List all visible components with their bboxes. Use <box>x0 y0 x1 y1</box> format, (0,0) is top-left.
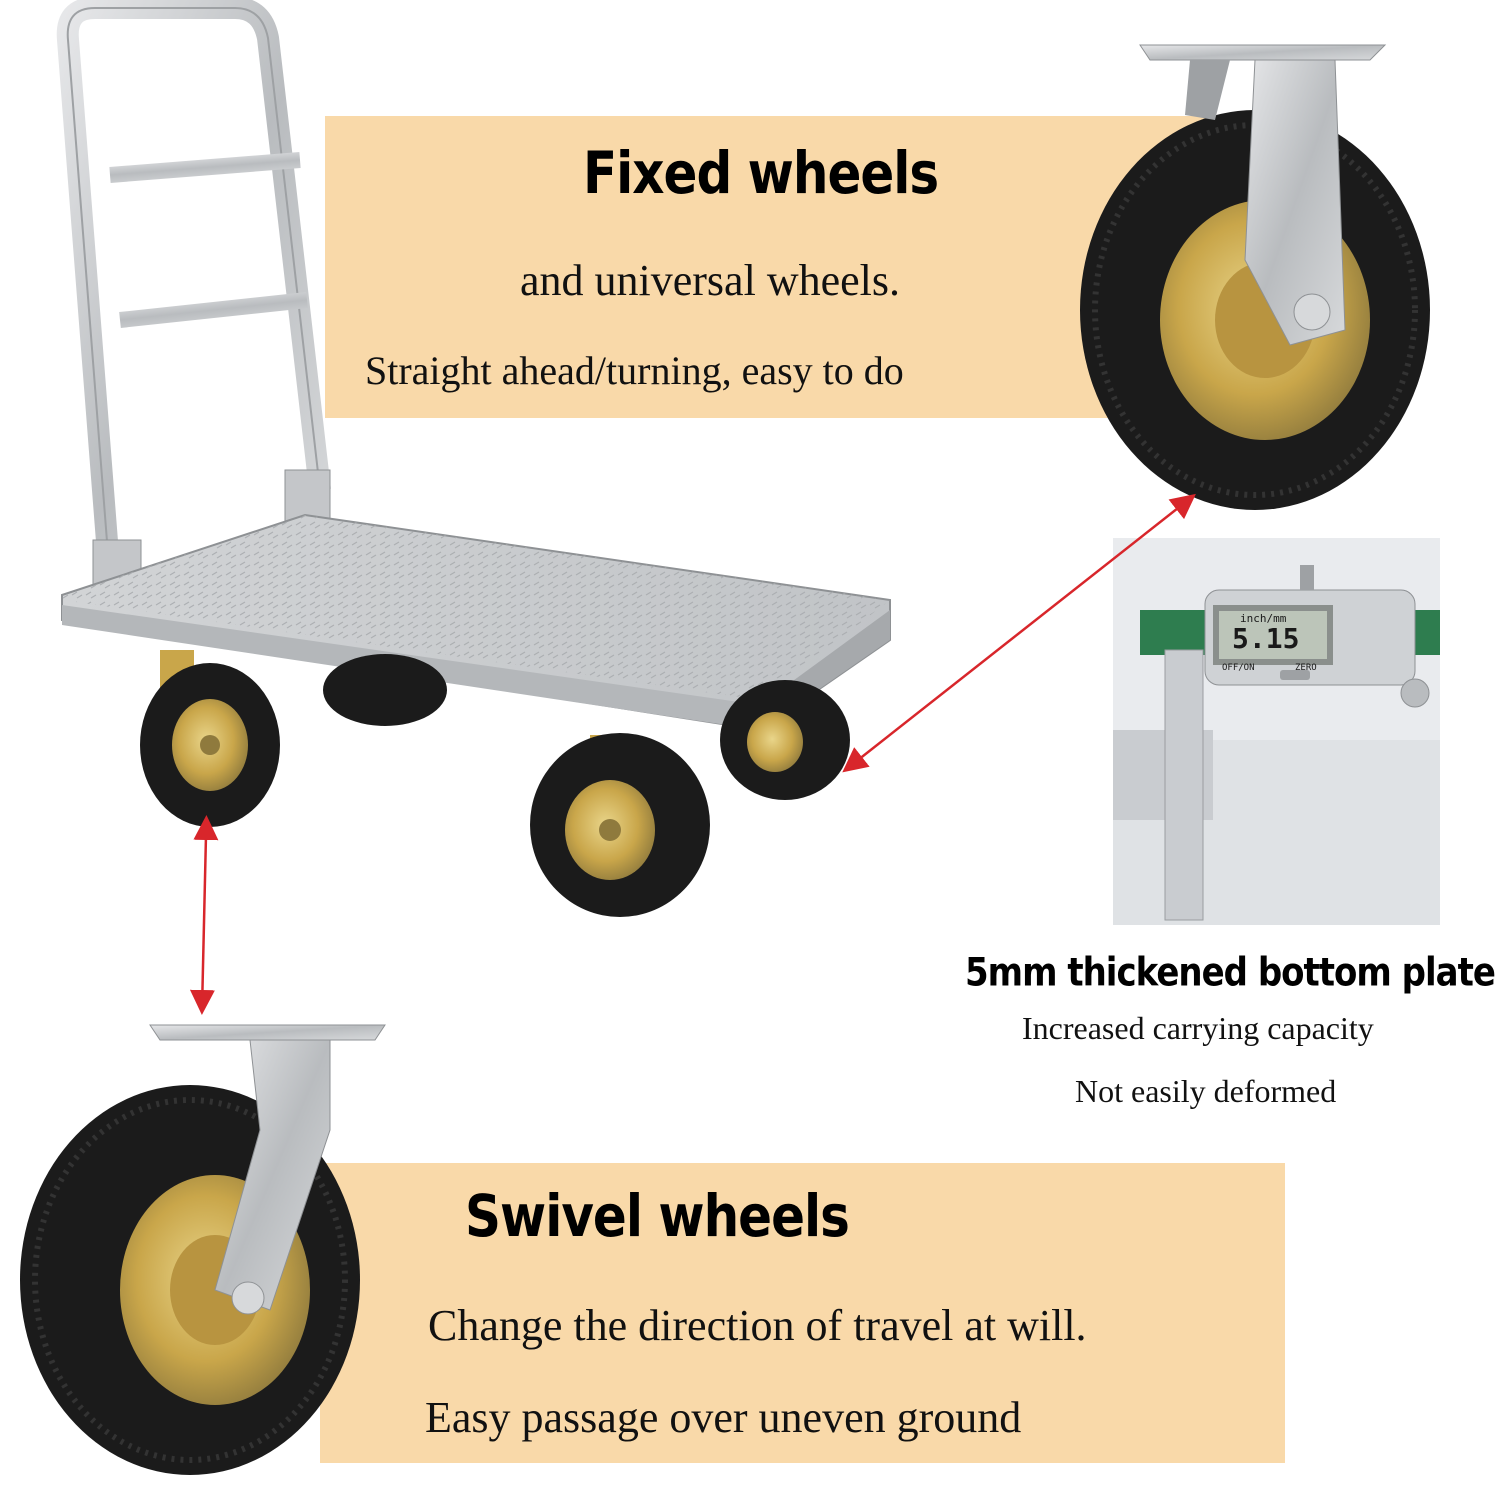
arrow-deck-to-fixed-wheel <box>842 493 1196 773</box>
fixed-caster-illustration <box>1080 44 1430 510</box>
plate-line-1: Increased carrying capacity <box>1022 1010 1374 1046</box>
swivel-caster-illustration <box>20 1024 386 1475</box>
fixed-wheels-panel <box>325 116 1215 418</box>
cart-wheel-rear-right <box>720 680 850 800</box>
caliper-off-on-label: OFF/ON <box>1222 663 1255 673</box>
plate-title: 5mm thickened bottom plate <box>965 950 1496 996</box>
caliper-zero-label: ZERO <box>1295 663 1317 673</box>
caliper-photo <box>1113 538 1440 925</box>
swivel-wheels-title: Swivel wheels <box>465 1183 850 1250</box>
swivel-wheels-panel <box>320 1163 1285 1463</box>
fixed-wheels-title: Fixed wheels <box>583 140 939 207</box>
cart-wheel-front-left <box>140 650 280 827</box>
cart-wheel-front-right <box>530 733 710 917</box>
caliper-reading: 5.15 <box>1232 622 1300 655</box>
fixed-wheels-line-2: Straight ahead/turning, easy to do <box>365 348 904 393</box>
cart-handle <box>56 0 331 601</box>
plate-line-2: Not easily deformed <box>1075 1073 1337 1109</box>
arrow-cart-to-swivel-wheel <box>189 815 219 1015</box>
cart-wheel-rear-left <box>323 654 447 726</box>
swivel-wheels-line-2: Easy passage over uneven ground <box>425 1393 1022 1442</box>
caliper-unit-label: inch/mm <box>1240 612 1287 625</box>
swivel-wheels-line-1: Change the direction of travel at will. <box>428 1301 1087 1350</box>
fixed-wheels-line-1: and universal wheels. <box>520 256 900 305</box>
